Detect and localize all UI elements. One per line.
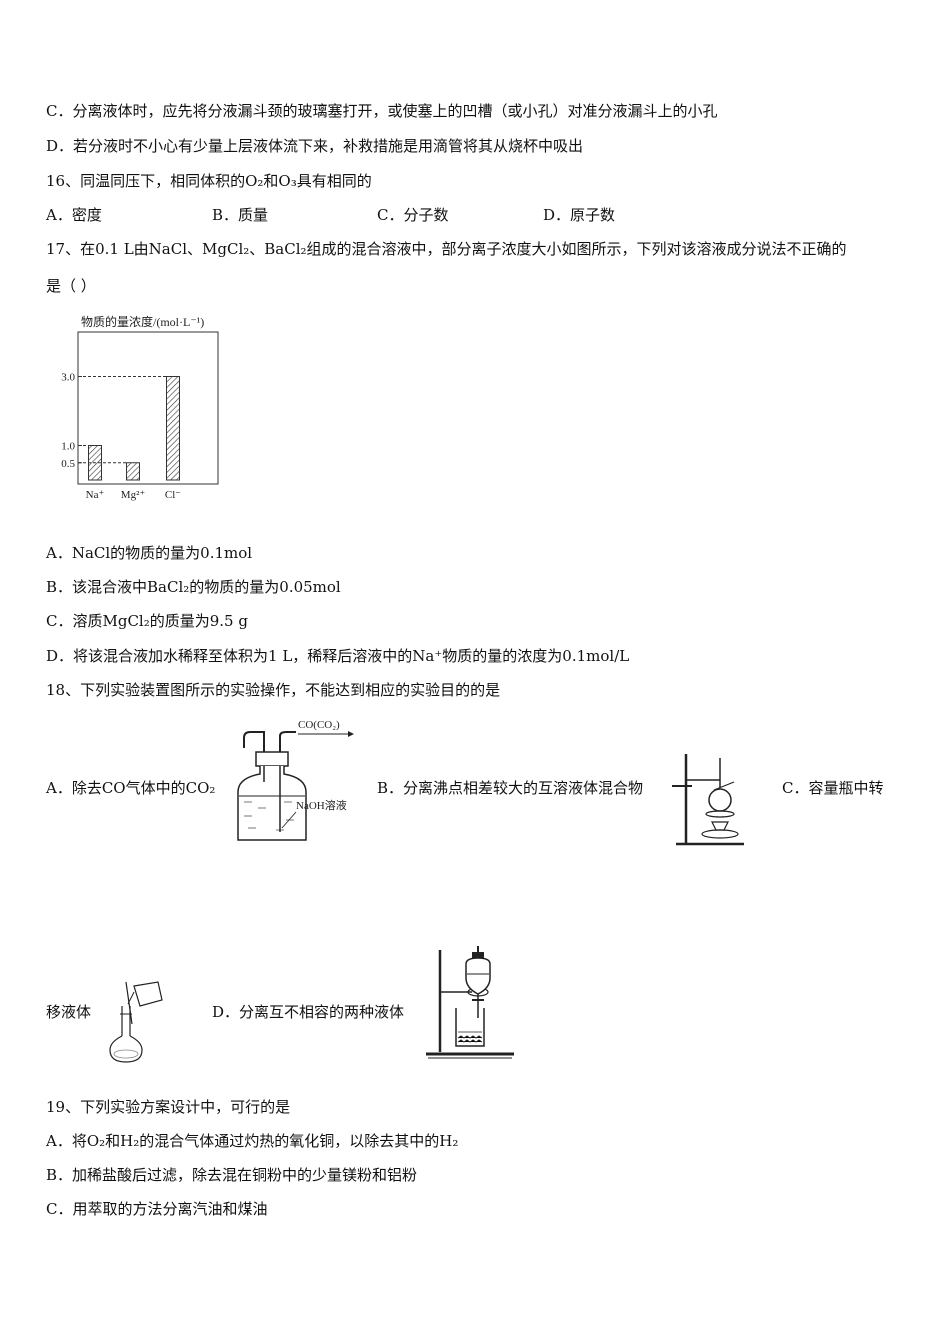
q17-stem-line1: 17、在0.1 L由NaCl、MgCl₂、BaCl₂组成的混合溶液中，部分离子浓… (46, 240, 847, 258)
y-tick-label: 3.0 (61, 372, 75, 384)
q18-option-d: D．分离互不相容的两种液体 (212, 1003, 405, 1021)
chart-title: 物质的量浓度/(mol·L⁻¹) (81, 314, 204, 329)
q17-option-c: C．溶质MgCl₂的质量为9.5 g (46, 612, 248, 630)
q19-option-a: A．将O₂和H₂的混合气体通过灼热的氧化铜，以除去其中的H₂ (46, 1132, 459, 1150)
chart-frame (77, 331, 219, 485)
bar (126, 462, 140, 481)
solution-label: NaOH溶液 (296, 798, 347, 812)
q17-stem-line2: 是（ ） (46, 277, 96, 295)
gas-label: CO(CO₂) (298, 719, 340, 731)
distillation-apparatus-figure (672, 754, 744, 846)
separatory-funnel-figure (426, 946, 514, 1059)
q18-stem: 18、下列实验装置图所示的实验操作，不能达到相应的实验目的的是 (46, 681, 501, 699)
y-tick-label: 1.0 (61, 441, 75, 453)
gas-washing-bottle-figure: CO(CO₂) NaOH溶液 (237, 719, 354, 841)
q18-option-c-part2: 移液体 (46, 1003, 92, 1021)
bar (166, 376, 180, 481)
q16-option-d: D．原子数 (543, 206, 616, 224)
category-label: Mg²⁺ (121, 489, 146, 501)
bar (88, 445, 102, 481)
q16-option-a: A．密度 (46, 206, 102, 224)
volumetric-flask-figure (109, 981, 163, 1063)
q19-option-b: B．加稀盐酸后过滤，除去混在铜粉中的少量镁粉和铝粉 (46, 1166, 418, 1184)
category-label: Cl⁻ (165, 489, 181, 501)
category-label: Na⁺ (86, 489, 105, 501)
q17-option-d: D．将该混合液加水稀释至体积为1 L，稀释后溶液中的Na⁺物质的量的浓度为0.1… (46, 647, 630, 665)
y-tick-label: 0.5 (61, 458, 75, 470)
q18-option-a: A．除去CO气体中的CO₂ (46, 779, 216, 797)
concentration-bar-chart: 物质的量浓度/(mol·L⁻¹) 0.5 1.0 3.0 Na⁺ Mg²⁺ Cl⁻ (61, 314, 219, 501)
q18-option-c-part1: C．容量瓶中转 (782, 779, 884, 797)
q16-option-c: C．分子数 (377, 206, 449, 224)
q15-option-c: C．分离液体时，应先将分液漏斗颈的玻璃塞打开，或使塞上的凹槽（或小孔）对准分液漏… (46, 102, 718, 120)
q16-option-b: B．质量 (212, 206, 269, 224)
q16-stem: 16、同温同压下，相同体积的O₂和O₃具有相同的 (46, 172, 372, 190)
q18-option-b: B．分离沸点相差较大的互溶液体混合物 (377, 779, 644, 797)
q15-option-d: D．若分液时不小心有少量上层液体流下来，补救措施是用滴管将其从烧杯中吸出 (46, 137, 584, 155)
q17-option-b: B．该混合液中BaCl₂的物质的量为0.05mol (46, 578, 341, 596)
q17-option-a: A．NaCl的物质的量为0.1mol (46, 544, 253, 562)
q19-stem: 19、下列实验方案设计中，可行的是 (46, 1098, 291, 1116)
q19-option-c: C．用萃取的方法分离汽油和煤油 (46, 1200, 268, 1218)
